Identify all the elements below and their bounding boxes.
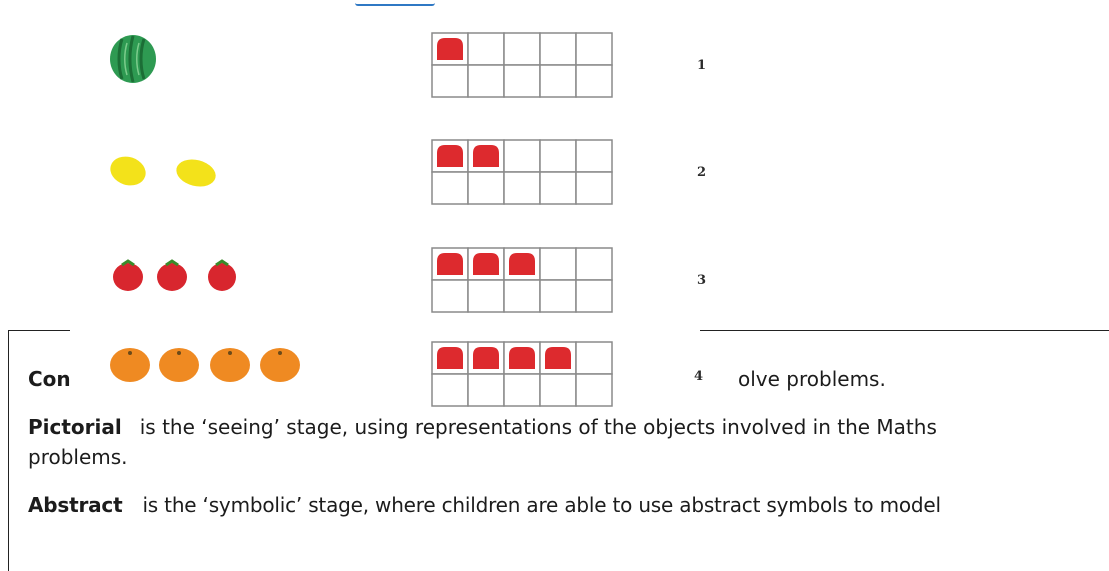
ten-frame-cell xyxy=(575,279,613,313)
counting-row-4: 4 xyxy=(70,341,704,415)
ten-frame-cell xyxy=(539,373,577,407)
abstract-line: Abstract is the ‘symbolic’ stage, where c… xyxy=(28,492,941,518)
counter-marker xyxy=(473,253,499,275)
abstract-text: is the ‘symbolic’ stage, where children … xyxy=(142,493,941,517)
ten-frame-cell xyxy=(431,171,469,205)
counting-row-1: 1 xyxy=(70,30,706,100)
counting-row-3: 3 xyxy=(70,245,706,315)
ten-frame-cell xyxy=(575,64,613,98)
ten-frame-cell xyxy=(539,279,577,313)
ten-frame xyxy=(431,139,613,205)
pictorial-line-2: problems. xyxy=(28,444,128,470)
counting-figure: 1 2 3 xyxy=(70,0,706,407)
ten-frame-cell xyxy=(575,32,613,66)
counter-marker xyxy=(473,347,499,369)
ten-frame-cell xyxy=(575,373,613,407)
ten-frame-cell xyxy=(431,64,469,98)
ten-frame-cell xyxy=(503,373,541,407)
counter-marker xyxy=(509,253,535,275)
count-label: 1 xyxy=(697,58,707,73)
ten-frame-cell xyxy=(539,247,577,281)
ten-frame-cell xyxy=(431,279,469,313)
ten-frame-cell xyxy=(539,139,577,173)
counter-marker xyxy=(437,253,463,275)
ten-frame-cell xyxy=(503,279,541,313)
ten-frame-cell xyxy=(467,373,505,407)
ten-frame-cell xyxy=(575,341,613,375)
ten-frame-cell xyxy=(467,171,505,205)
ten-frame-cell xyxy=(503,64,541,98)
watermelon-icon xyxy=(110,35,156,83)
counter-marker xyxy=(437,145,463,167)
concrete-term-fragment: Con xyxy=(28,367,71,391)
concrete-line: Con xyxy=(28,366,71,392)
concrete-line-end: olve problems. xyxy=(738,366,886,392)
ten-frame xyxy=(431,341,613,407)
pictorial-line: Pictorial is the ‘seeing’ stage, using re… xyxy=(28,414,937,440)
counting-row-2: 2 xyxy=(70,137,706,207)
ten-frame-cell xyxy=(575,247,613,281)
ten-frame-cell xyxy=(539,32,577,66)
ten-frame-cell xyxy=(539,171,577,205)
counter-marker xyxy=(437,38,463,60)
ten-frame xyxy=(431,247,613,313)
ten-frame-cell xyxy=(431,373,469,407)
count-label: 2 xyxy=(697,165,707,180)
oranges-icon xyxy=(110,348,300,382)
strawberries-icon xyxy=(113,259,236,291)
pictorial-text-2: problems. xyxy=(28,445,128,469)
ten-frame-cell xyxy=(539,64,577,98)
counter-marker xyxy=(473,145,499,167)
ten-frame-cell xyxy=(503,171,541,205)
ten-frame-cell xyxy=(503,32,541,66)
pictorial-term: Pictorial xyxy=(28,415,122,439)
concrete-text-fragment: olve problems. xyxy=(738,367,886,391)
ten-frame xyxy=(431,32,613,98)
count-label: 3 xyxy=(697,273,707,288)
counter-marker xyxy=(545,347,571,369)
ten-frame-cell xyxy=(575,139,613,173)
lemons-icon xyxy=(110,156,216,187)
heading-underline-fragment xyxy=(355,0,435,6)
ten-frame-cell xyxy=(467,32,505,66)
count-label: 4 xyxy=(694,369,704,384)
ten-frame-cell xyxy=(575,171,613,205)
abstract-term: Abstract xyxy=(28,493,123,517)
pictorial-text: is the ‘seeing’ stage, using representat… xyxy=(139,415,937,439)
ten-frame-cell xyxy=(503,139,541,173)
counter-marker xyxy=(437,347,463,369)
counter-marker xyxy=(509,347,535,369)
ten-frame-cell xyxy=(467,64,505,98)
ten-frame-cell xyxy=(467,279,505,313)
